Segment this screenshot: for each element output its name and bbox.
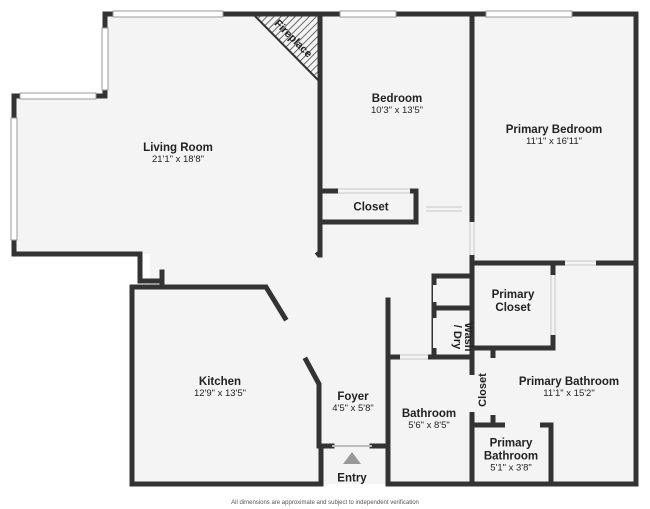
window [112,10,224,18]
room-name: Closet [495,302,531,314]
room-dimensions: 10'3" x 13'5" [370,105,424,117]
floor-area [14,14,636,484]
room-dimensions: 11'1" x 15'2" [543,388,595,400]
room-name: Living Room [143,141,213,154]
room-name: Bathroom [483,450,539,463]
room-name: Primary Bathroom [518,375,620,388]
room-name: Bedroom [371,92,423,105]
room-name: Primary [489,437,533,450]
wash-dry-label: Wash / Dry [451,307,474,367]
room-label-primary-closet: Primary Closet [492,289,535,315]
kitchen-wall [302,356,322,449]
room-label-primary-bathroom: Primary Bathroom 11'1" x 15'2" [519,376,619,400]
room-dimensions: 4'5" x 5'8" [332,403,374,415]
room-label-living-room: Living Room 21'1" x 18'8" [143,142,213,166]
exterior-wall [129,284,324,487]
room-name: Kitchen [198,375,242,388]
room-label-primary-bedroom: Primary Bedroom 11'1" x 16'11" [506,124,603,148]
room-dimensions: 11'1" x 16'11" [526,136,582,148]
room-name: Bathroom [401,407,457,420]
wash-dry-label-line: / Dry [451,324,463,350]
room-label-foyer: Foyer 4'5" x 5'8" [332,391,374,415]
room-dimensions: 21'1" x 18'8" [151,154,205,166]
wall-stub [314,250,322,257]
room-dimensions: 5'6" x 8'5" [408,420,450,432]
room-name: Primary Bedroom [505,123,603,136]
window [339,10,397,18]
room-label-kitchen: Kitchen 12'9" x 13'5" [194,376,246,400]
window [10,117,18,241]
window [101,27,109,91]
wash-dry-label-line: Wash [462,322,474,352]
room-label-bedroom: Bedroom 10'3" x 13'5" [371,93,423,117]
room-name: Foyer [337,390,369,403]
entry-arrow-icon [343,452,361,464]
room-label-bathroom: Bathroom 5'6" x 8'5" [402,408,456,432]
closet-vertical-label: Closet [477,373,489,407]
room-name: Primary [491,288,535,301]
room-label-primary-bathroom-small: Primary Bathroom 5'1" x 3'8" [484,437,538,474]
room-label-closet: Closet [353,201,389,214]
window [485,10,573,18]
room-dimensions: 5'1" x 3'8" [490,462,532,474]
window [19,92,97,100]
entry-label: Entry [337,472,367,485]
disclaimer-text: All dimensions are approximate and subje… [231,500,419,506]
room-dimensions: 12'9" x 13'5" [193,388,247,400]
